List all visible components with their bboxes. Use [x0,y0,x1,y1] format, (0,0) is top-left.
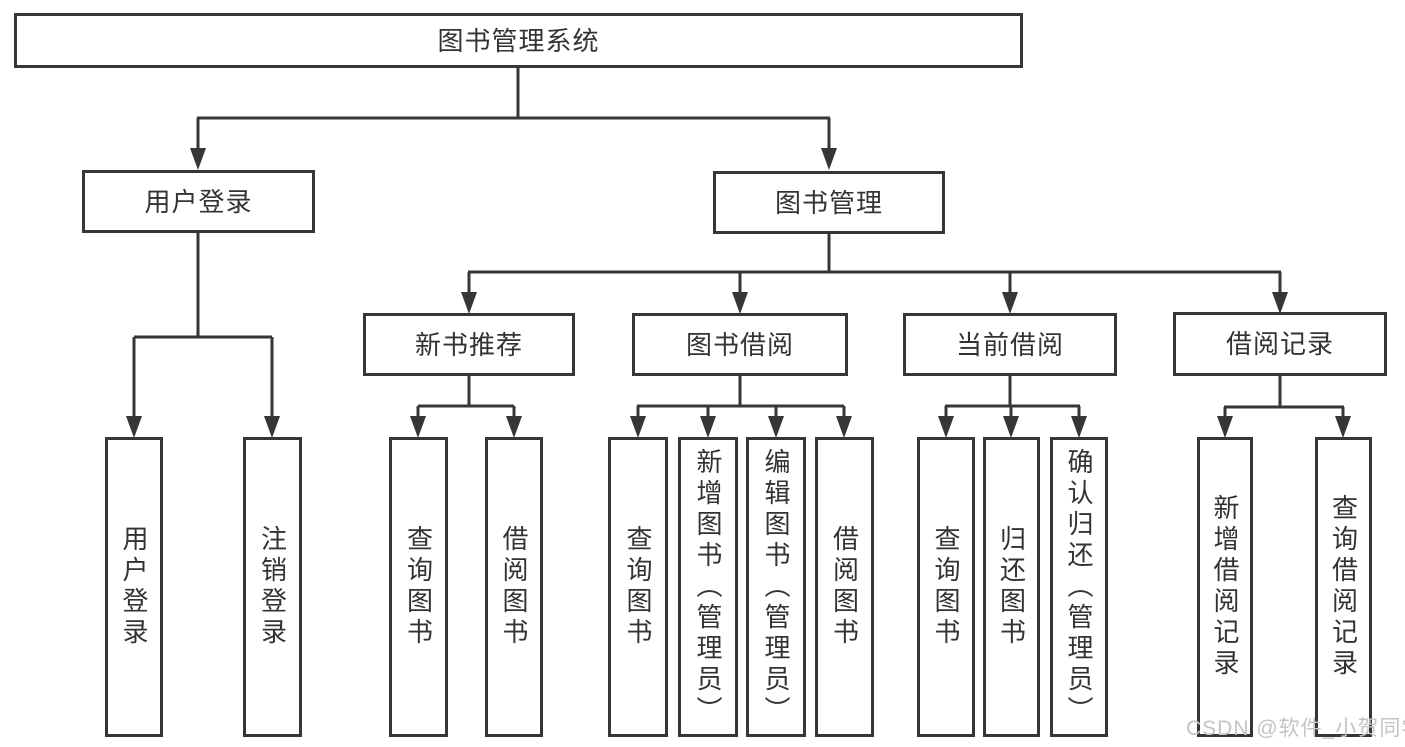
node-book-management-branch-label: 图书管理 [774,187,883,218]
leaf-query-borrow-record-label: 查询借阅记录 [1328,494,1359,680]
leaf-query-books-recommend-label: 查询图书 [403,525,434,649]
leaf-borrow-books-recommend: 借阅图书 [485,437,543,737]
node-user-login-branch: 用户登录 [82,170,315,233]
leaf-query-books-current-label: 查询图书 [931,525,961,649]
node-library-management-system-label: 图书管理系统 [437,25,600,56]
leaf-edit-books-admin: 编辑图书（管理员） [746,437,806,737]
csdn-watermark: CSDN @软件_小贺同学 [1186,717,1405,740]
leaf-query-books-recommend: 查询图书 [389,437,448,737]
node-new-book-recommendation-label: 新书推荐 [414,329,523,360]
leaf-borrow-books-borrowing-label: 借阅图书 [829,525,860,649]
leaf-user-login-label: 用户登录 [119,525,149,649]
node-library-management-system: 图书管理系统 [14,13,1023,68]
leaf-query-books-borrowing-label: 查询图书 [623,525,653,649]
leaf-confirm-return-admin: 确认归还（管理员） [1050,437,1108,737]
node-book-borrowing-label: 图书借阅 [685,329,794,360]
leaf-query-books-borrowing: 查询图书 [608,437,668,737]
node-book-management-branch: 图书管理 [713,171,945,234]
leaf-return-books-label: 归还图书 [996,525,1027,649]
leaf-confirm-return-admin-label: 确认归还（管理员） [1064,447,1094,727]
node-current-borrowing-label: 当前借阅 [955,329,1064,360]
leaf-add-borrow-record: 新增借阅记录 [1197,437,1253,737]
leaf-query-books-current: 查询图书 [917,437,975,737]
leaf-logout: 注销登录 [243,437,302,737]
node-borrowing-records-label: 借阅记录 [1225,329,1334,359]
leaf-edit-books-admin-label: 编辑图书（管理员） [761,447,791,727]
leaf-query-borrow-record: 查询借阅记录 [1315,437,1372,737]
leaf-return-books: 归还图书 [983,437,1040,737]
node-book-borrowing: 图书借阅 [632,313,848,376]
leaf-add-books-admin: 新增图书（管理员） [678,437,738,737]
leaf-borrow-books-borrowing: 借阅图书 [815,437,874,737]
leaf-logout-label: 注销登录 [257,525,288,649]
leaf-user-login: 用户登录 [105,437,163,737]
node-borrowing-records: 借阅记录 [1173,312,1387,376]
leaf-borrow-books-recommend-label: 借阅图书 [499,525,529,649]
node-new-book-recommendation: 新书推荐 [363,313,575,376]
node-user-login-branch-label: 用户登录 [144,186,253,217]
leaf-add-borrow-record-label: 新增借阅记录 [1210,494,1240,680]
leaf-add-books-admin-label: 新增图书（管理员） [693,447,723,727]
node-current-borrowing: 当前借阅 [903,313,1117,376]
